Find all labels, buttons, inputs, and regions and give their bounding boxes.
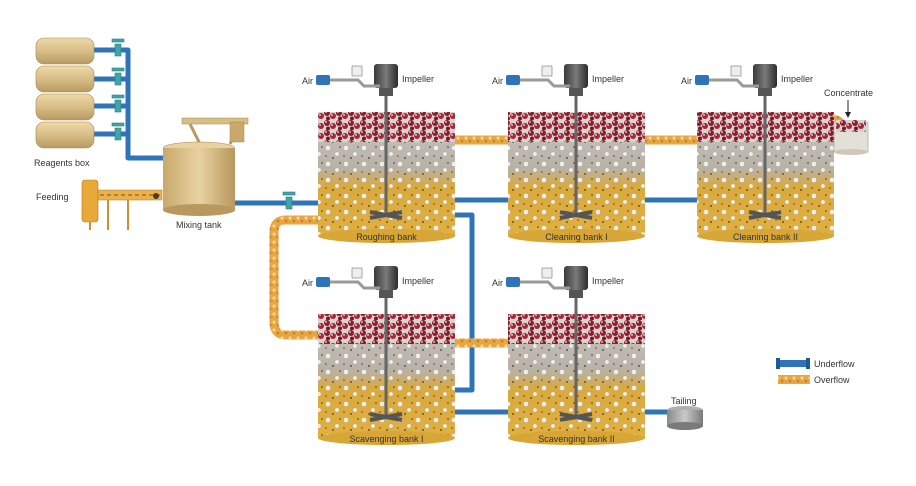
tank-base [697, 229, 834, 243]
air-label: Air [302, 76, 313, 86]
legend-underflow: Underflow [776, 358, 855, 369]
tank-base [508, 431, 645, 445]
air-pipe [330, 280, 380, 290]
tank-base [318, 229, 455, 243]
valve-icon [111, 94, 125, 113]
air-inlet-icon [506, 75, 520, 85]
impeller-blade-icon [369, 412, 403, 422]
tank-label: Scavenging bank I [349, 434, 423, 444]
reagents-box: Reagents box [34, 37, 95, 168]
motor-icon [374, 64, 398, 88]
reagent-valves [111, 38, 296, 210]
motor-mount [379, 290, 393, 298]
reagent-drum [35, 121, 95, 149]
motor-icon [564, 64, 588, 88]
reagent-drum [35, 65, 95, 93]
concentrate-label: Concentrate [824, 88, 873, 98]
impeller-blade-icon [748, 210, 782, 220]
air-label: Air [492, 76, 503, 86]
air-pipe [520, 78, 570, 88]
tank-label: Cleaning bank I [545, 232, 608, 242]
valve-icon [111, 38, 125, 57]
feeding-unit: Feeding [36, 179, 163, 230]
mixing-tank-label: Mixing tank [176, 220, 222, 230]
motor-mount [379, 88, 393, 96]
impeller-blade-icon [369, 210, 403, 220]
air-pipe [330, 78, 380, 88]
impeller-label: Impeller [592, 74, 624, 84]
feeding-label: Feeding [36, 192, 69, 202]
impeller-label: Impeller [781, 74, 813, 84]
legend-overflow-label: Overflow [814, 375, 850, 385]
air-inlet-icon [316, 75, 330, 85]
reagent-drum [35, 93, 95, 121]
impeller-label: Impeller [592, 276, 624, 286]
air-valve-icon [541, 65, 553, 77]
overflow-pipes [269, 114, 850, 348]
air-pipe [709, 78, 759, 88]
impeller-label: Impeller [402, 276, 434, 286]
tank-label: Cleaning bank II [733, 232, 798, 242]
impeller-blade-icon [559, 210, 593, 220]
concentrate-bin: Concentrate [824, 88, 873, 155]
arrow-down-icon [845, 112, 851, 118]
tank-label: Roughing bank [356, 232, 417, 242]
tailing-label: Tailing [671, 396, 697, 406]
scavenging-overflow-return-pipe [269, 215, 318, 340]
roughing-to-scavenging-pipe [455, 212, 475, 393]
tailing-tank: Tailing [667, 396, 703, 430]
tank-base [508, 229, 645, 243]
air-label: Air [302, 278, 313, 288]
air-valve-icon [730, 65, 742, 77]
motor-icon [564, 266, 588, 290]
motor-mount [758, 88, 772, 96]
motor-icon [374, 266, 398, 290]
legend-overflow: Overflow [778, 375, 850, 385]
tank-label: Scavenging bank II [538, 434, 615, 444]
air-valve-icon [351, 65, 363, 77]
air-label: Air [681, 76, 692, 86]
air-pipe [520, 280, 570, 290]
legend: Underflow Overflow [776, 358, 855, 385]
mixing-tank: Mixing tank [162, 117, 249, 230]
valve-icon [282, 191, 296, 210]
valve-icon [111, 67, 125, 86]
reagent-drum [35, 37, 95, 65]
air-inlet-icon [695, 75, 709, 85]
legend-underflow-label: Underflow [814, 359, 855, 369]
air-label: Air [492, 278, 503, 288]
motor-icon [753, 64, 777, 88]
air-valve-icon [351, 267, 363, 279]
air-inlet-icon [316, 277, 330, 287]
impeller-blade-icon [559, 412, 593, 422]
motor-mount [569, 88, 583, 96]
reagents-box-label: Reagents box [34, 158, 90, 168]
valve-icon [111, 122, 125, 141]
air-inlet-icon [506, 277, 520, 287]
tank-base [318, 431, 455, 445]
air-valve-icon [541, 267, 553, 279]
motor-mount [569, 290, 583, 298]
impeller-label: Impeller [402, 74, 434, 84]
